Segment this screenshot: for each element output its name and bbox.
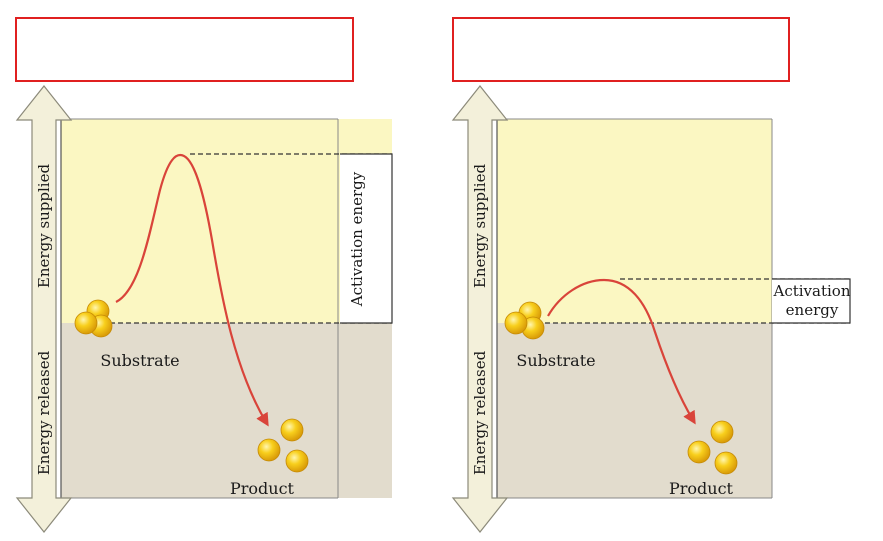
diagram-without-enzyme: Energy supplied Energy released Activati… <box>15 17 393 533</box>
title-box <box>452 17 790 82</box>
substrate-label: Substrate <box>100 351 179 370</box>
reaction-curve <box>115 153 269 427</box>
energy-supplied-label: Energy supplied <box>471 164 489 289</box>
activation-energy-label-line1: Activation <box>773 282 851 300</box>
energy-released-label: Energy released <box>35 350 53 475</box>
energy-supplied-region <box>497 119 772 323</box>
energy-axis-double-arrow <box>451 85 509 533</box>
energy-released-label: Energy released <box>471 350 489 475</box>
product-molecules <box>687 420 738 475</box>
title-box <box>15 17 354 82</box>
substrate-label: Substrate <box>516 351 595 370</box>
energy-supplied-region <box>61 119 392 323</box>
diagram-with-enzyme: Energy supplied Energy released Activati… <box>451 17 851 533</box>
product-label: Product <box>230 479 295 498</box>
substrate-molecule <box>504 301 545 340</box>
activation-energy-bracket <box>772 278 851 324</box>
energy-axis-double-arrow <box>15 85 73 533</box>
energy-supplied-label: Energy supplied <box>35 164 53 289</box>
activation-energy-label-line2: energy <box>786 301 839 319</box>
product-molecules <box>257 418 309 473</box>
reaction-curve <box>547 278 696 425</box>
product-label: Product <box>669 479 734 498</box>
activation-energy-label: Activation energy <box>348 171 366 307</box>
energy-released-region <box>61 323 392 498</box>
substrate-molecule <box>74 299 113 338</box>
activation-energy-bracket <box>340 153 393 324</box>
